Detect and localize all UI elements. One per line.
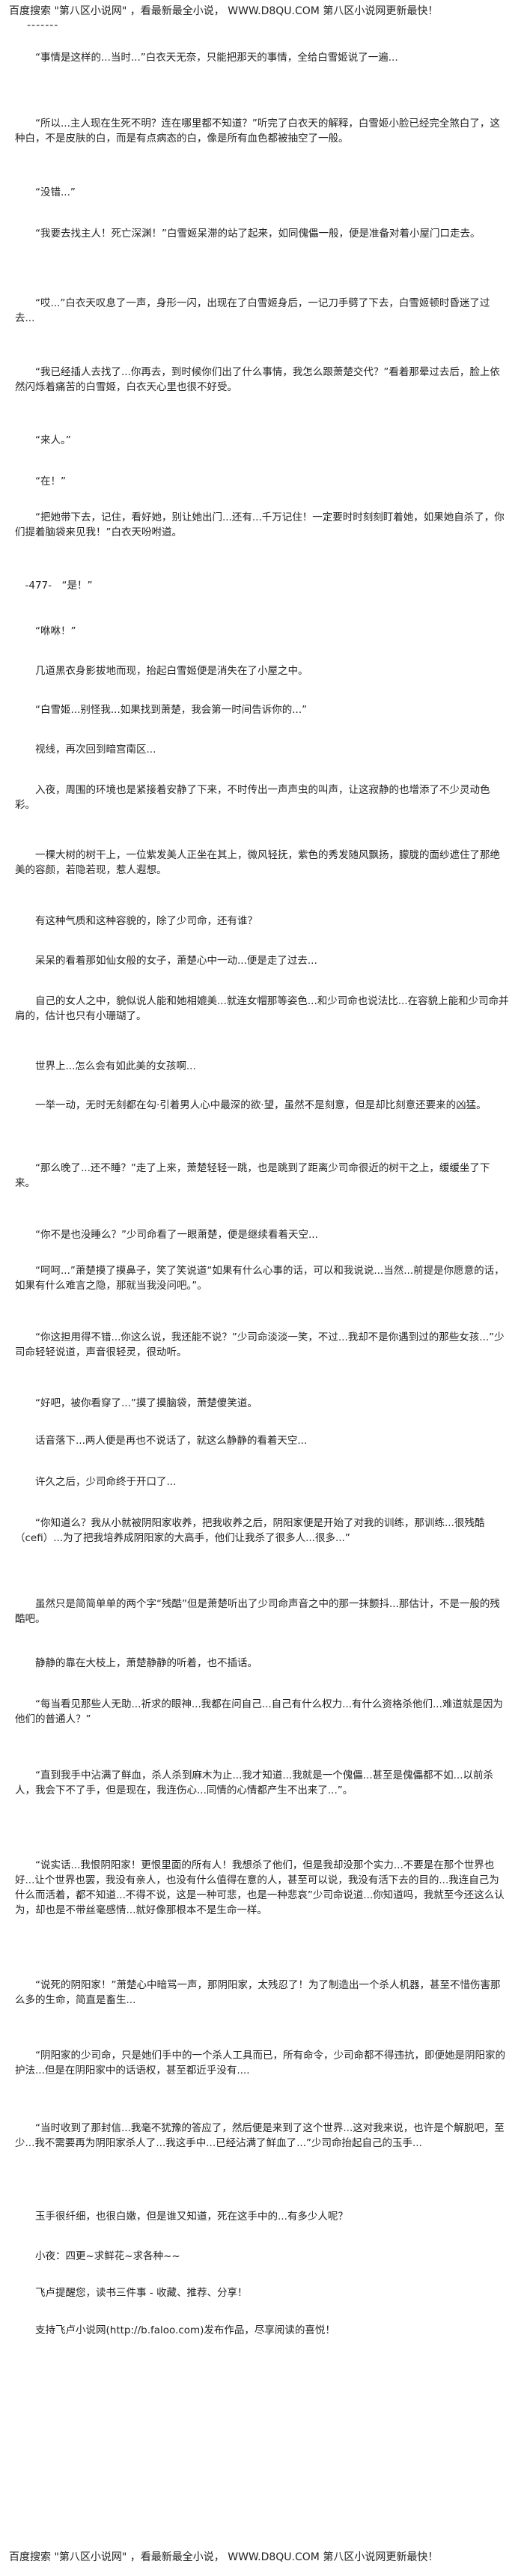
paragraph: 话音落下...两人便是再也不说话了，就这么静静的看着天空... (15, 1435, 308, 1447)
paragraph: “没错...” (15, 186, 76, 198)
separator-dashes: ------- (27, 19, 59, 31)
paragraph: “我要去找主人！死亡深渊！”白雪姬呆滞的站了起来，如同傀儡一般，便是准备对着小屋… (15, 228, 481, 240)
paragraph: “说实话...我恨阴阳家！更恨里面的所有人！我想杀了他们，但是我却没那个实力..… (15, 1859, 505, 1916)
paragraph: “所以...主人现在生死不明？连在哪里都不知道？”听完了白衣天的解释，白雪姬小脸… (15, 118, 500, 145)
paragraph: “说死的阴阳家！”萧楚心中暗骂一声，那阴阳家，太残忍了！为了制造出一个杀人机器，… (15, 1979, 501, 2006)
paragraph: “咻咻！” (15, 625, 76, 637)
paragraph: “那么晚了...还不睡？”走了上来，萧楚轻轻一跳，也是跳到了距离少司命很近的树干… (15, 1162, 490, 1189)
chapter-content: “事情是这样的...当时...”白衣天无奈，只能把那天的事情，全给白雪姬说了一遍… (0, 30, 524, 2546)
paragraph: “当时收到了那封信...我毫不犹豫的答应了，然后便是来到了这个世界...这对我来… (15, 2122, 505, 2149)
paragraph: 一棵大树的树干上，一位紫发美人正坐在其上，微风轻抚，紫色的秀发随风飘扬，朦胧的面… (15, 849, 500, 876)
paragraph: “阴阳家的少司命，只是她们手中的一个杀人工具而已，所有命令，少司命都不得违抗，即… (15, 2050, 505, 2077)
site-banner-top: 百度搜索 "第八区小说网" ，看最新最全小说， WWW.D8QU.COM 第八区… (9, 5, 439, 17)
paragraph: “每当看见那些人无助...祈求的眼神...我都在问自己...自己有什么权力...… (15, 1698, 503, 1725)
paragraph: “白雪姬...别怪我...如果找到萧楚，我会第一时间告诉你的...” (15, 704, 308, 716)
paragraph: 入夜，周围的环境也是紧接着安静了下来，不时传出一声声虫的叫声，让这寂静的也增添了… (15, 784, 490, 811)
paragraph: 有这种气质和这种容貌的，除了少司命，还有谁？ (15, 915, 258, 927)
paragraph: 小夜：四更~求鲜花~求各种~~ (15, 2250, 180, 2262)
paragraph: -477- “是！” (15, 580, 93, 592)
paragraph: “事情是这样的...当时...”白衣天无奈，只能把那天的事情，全给白雪姬说了一遍… (15, 52, 398, 64)
paragraph: “你这担用得不错...你这么说，我还能不说？”少司命淡淡一笑，不过...我却不是… (15, 1331, 505, 1358)
paragraph: “我已经插人去找了...你再去，到时候你们出了什么事情，我怎么跟萧楚交代？”看着… (15, 366, 500, 393)
paragraph: 许久之后，少司命终于开口了... (15, 1476, 177, 1488)
paragraph: 虽然只是简简单单的两个字“残酷”但是萧楚听出了少司命声音之中的那一抹颤抖...那… (15, 1598, 500, 1625)
page-footer: 百度搜索 "第八区小说网" ，看最新最全小说， WWW.D8QU.COM 第八区… (0, 2546, 524, 2576)
paragraph: “在！” (15, 476, 66, 487)
promo-line: 支持飞卢小说网(http://b.faloo.com)发布作品，尽享阅读的喜悦！ (15, 2324, 335, 2336)
paragraph: “好吧，被你看穿了...”摸了摸脑袋，萧楚傻笑道。 (15, 1397, 258, 1409)
paragraph: 视线，再次回到暗宫南区... (15, 744, 156, 756)
promo-line: 飞卢提醒您，读书三件事 - 收藏、推荐、分享！ (15, 2287, 248, 2299)
paragraph: 静静的靠在大枝上，萧楚静静的听着，也不插话。 (15, 1657, 258, 1669)
paragraph: “哎...”白衣天叹息了一声，身形一闪，出现在了白雪姬身后，一记刀手劈了下去，白… (15, 297, 490, 324)
paragraph: 自己的女人之中，貌似说人能和她相媲美...就连女帽那等姿色...和少司命也说法比… (15, 995, 509, 1022)
page-header: 百度搜索 "第八区小说网" ，看最新最全小说， WWW.D8QU.COM 第八区… (0, 0, 524, 31)
paragraph: 玉手很纤细，也很白嫩，但是谁又知道，死在这手中的...有多少人呢？ (15, 2211, 348, 2223)
paragraph: “你知道么？我从小就被阴阳家收养，把我收养之后，阴阳家便是开始了对我的训练，那训… (15, 1517, 485, 1544)
paragraph: 世界上...怎么会有如此美的女孩啊... (15, 1060, 196, 1072)
paragraph: 呆呆的看着那如仙女般的女子，萧楚心中一动...便是走了过去... (15, 955, 317, 967)
paragraph: 一举一动，无时无刻都在勾·引着男人心中最深的欲·望，虽然不是刻意，但是却比刻意还… (15, 1099, 487, 1111)
site-banner-bottom: 百度搜索 "第八区小说网" ，看最新最全小说， WWW.D8QU.COM 第八区… (9, 2551, 439, 2563)
paragraph: “来人。” (15, 434, 71, 446)
paragraph: 几道黑衣身影拔地而现，抬起白雪姬便是消失在了小屋之中。 (15, 665, 308, 677)
paragraph: “你不是也没睡么？”少司命看了一眼萧楚，便是继续看着天空... (15, 1229, 318, 1241)
paragraph: “把她带下去，记住，看好她，别让她出门...还有...千万记住！一定要时时刻刻盯… (15, 511, 505, 538)
paragraph: “呵呵...”萧楚摸了摸鼻子，笑了笑说道“如果有什么心事的话，可以和我说说...… (15, 1265, 505, 1292)
paragraph: “直到我手中沾满了鲜血，杀人杀到麻木为止...我才知道...我就是一个傀儡...… (15, 1770, 493, 1796)
